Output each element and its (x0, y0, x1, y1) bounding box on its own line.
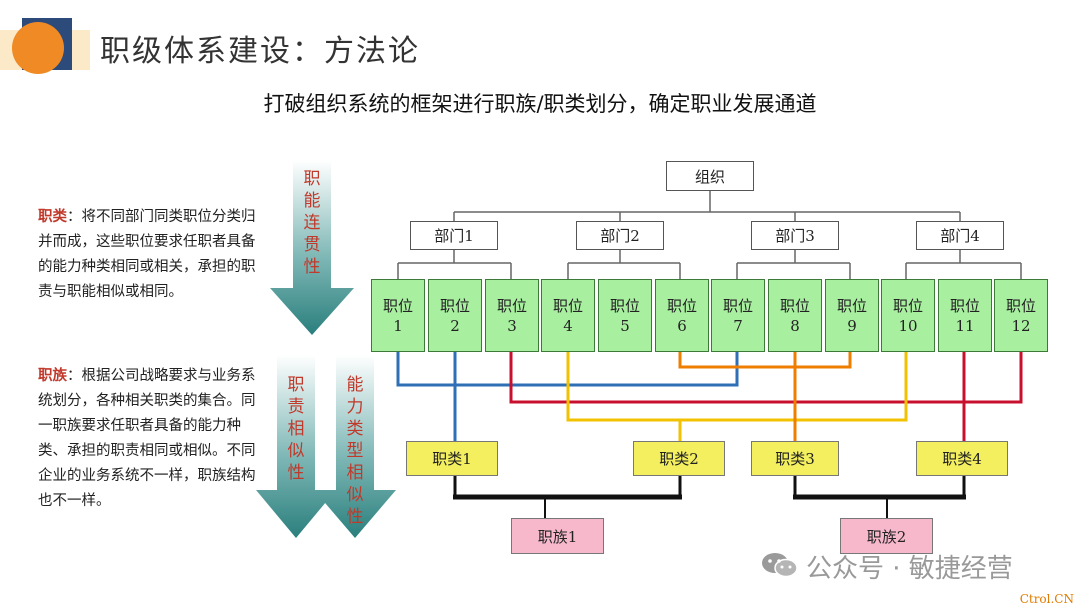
position-number: 12 (1011, 316, 1031, 335)
org-box: 组织 (666, 161, 754, 191)
family-term: 职族 (38, 368, 67, 384)
category2-lines (566, 352, 908, 441)
category4-lines (509, 352, 1023, 441)
duty-similarity-label: 职责相似性 (287, 375, 305, 483)
position-label: 职位 (836, 296, 867, 315)
category-4: 职类4 (916, 441, 1008, 476)
position-number: 9 (847, 316, 857, 335)
ability-similarity-label: 能力类型相似性 (346, 375, 364, 527)
department-3: 部门3 (751, 221, 839, 250)
position-number: 6 (677, 316, 687, 335)
department-2: 部门2 (576, 221, 664, 250)
position-label: 职位 (722, 296, 753, 315)
page-subtitle: 打破组织系统的框架进行职族/职类划分，确定职业发展通道 (263, 92, 817, 116)
position-label: 职位 (382, 296, 413, 315)
family-body: ：根据公司战略要求与业务系统划分，各种相关职类的集合。同一职族要求任职者具备的能… (38, 368, 256, 509)
position-label: 职位 (552, 296, 583, 315)
position-number: 10 (898, 316, 918, 335)
family-definition: 职族：根据公司战略要求与业务系统划分，各种相关职类的集合。同一职族要求任职者具备… (38, 364, 260, 514)
position-number: 4 (563, 316, 573, 335)
position-label: 职位 (609, 296, 640, 315)
logo-circle (12, 22, 64, 74)
family-2: 职族2 (840, 518, 933, 554)
category-definition: 职类：将不同部门同类职位分类归并而成，这些职位要求任职者具备的能力种类相同或相关… (38, 205, 264, 305)
position-label: 职位 (892, 296, 923, 315)
org-tree-lines (397, 191, 1022, 279)
ability-similarity-arrow (314, 355, 396, 538)
corner-tag: Ctrol.CN (1019, 592, 1074, 606)
position-label: 职位 (779, 296, 810, 315)
position-label: 职位 (666, 296, 697, 315)
category3-lines (678, 352, 852, 441)
position-label: 职位 (1005, 296, 1036, 315)
family-lines (453, 476, 966, 518)
category-2: 职类2 (633, 441, 725, 476)
category-3: 职类3 (751, 441, 839, 476)
category-1: 职类1 (406, 441, 498, 476)
department-4: 部门4 (916, 221, 1004, 250)
position-number: 5 (620, 316, 630, 335)
wechat-icon (762, 553, 798, 578)
function-continuity-label: 职能连贯性 (303, 169, 321, 277)
position-label: 职位 (496, 296, 527, 315)
family-1: 职族1 (511, 518, 604, 554)
position-number: 2 (450, 316, 460, 335)
page-title: 职级体系建设：方法论 (100, 34, 420, 69)
position-label: 职位 (949, 296, 980, 315)
watermark-text: 公众号 · 敏捷经营 (806, 554, 1013, 584)
position-number: 7 (733, 316, 743, 335)
department-1: 部门1 (410, 221, 498, 250)
position-number: 11 (955, 316, 975, 335)
position-number: 8 (790, 316, 800, 335)
function-continuity-arrow (270, 160, 354, 335)
position-number: 1 (393, 316, 403, 335)
position-label: 职位 (439, 296, 470, 315)
position-number: 3 (507, 316, 517, 335)
category-body: ：将不同部门同类职位分类归并而成，这些职位要求任职者具备的能力种类相同或相关，承… (38, 209, 256, 300)
category-term: 职类 (38, 209, 67, 225)
